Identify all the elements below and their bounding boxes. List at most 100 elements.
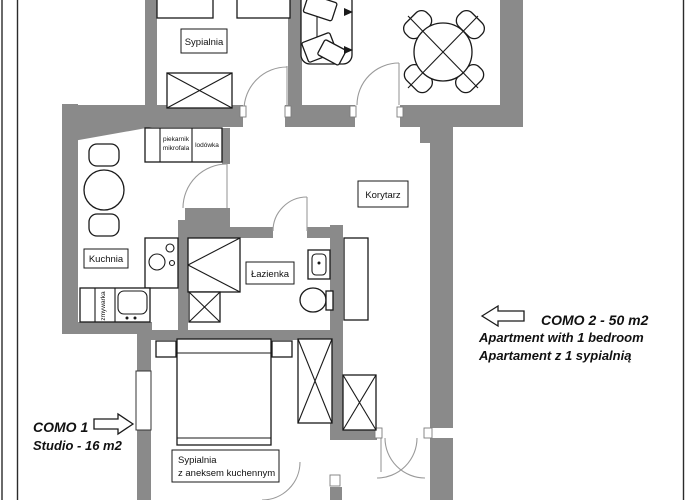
studio-door-arc [261,461,301,500]
furniture-kitchen: piekarnik mikrofala lodówka zmywarka [79,127,223,323]
wall-band-c [400,105,523,127]
studio-label-line2: z aneksem kuchennym [178,468,275,479]
wall-studio-top [151,330,331,340]
wall-corridor-right [430,143,453,428]
bedroom1-label-box [180,28,228,54]
wall-vestibule [330,428,377,440]
closet-corridor [343,237,369,321]
wall-bath-top-right [307,227,343,238]
studio-label-box [171,449,280,483]
como2-line2: Apartament z 1 sypialnią [478,348,631,363]
furniture-bathroom [187,237,334,323]
sofa-pillow-bottom2 [317,39,347,66]
toilet-bowl [299,287,327,313]
como1-line1: Studio - 16 m2 [33,438,123,453]
oven-label-line1: piekarnik [163,136,190,143]
bathroom-label-box [245,261,295,285]
vestibule-door-right-arc [384,437,426,479]
oven-label-line2: mikrofala [163,145,190,152]
windows [135,370,152,431]
kitchen-sink-counter [144,237,179,289]
jamb-vestibule-right [423,427,433,439]
wall-corridor-step [420,127,453,143]
vestibule-door-left-arc [376,437,418,479]
sofa-arrow-bottom-icon [344,46,353,54]
hob-dot-1 [125,316,129,320]
wall-bath-top-left [188,227,273,238]
nightstand-right [271,340,293,358]
jamb-bedroom-right [284,105,292,118]
bathroom-label: Łazienka [251,269,290,280]
kitchen-counter-top [144,127,223,163]
kitchen-sink-basin [148,253,166,271]
wall-kitchen-se [185,208,230,228]
arrow-left-icon [480,304,525,328]
frame-lines [1,0,685,500]
wall-bedroom-right [288,0,302,110]
bed-single-left [156,0,214,19]
kitchen-table [83,169,125,211]
walls [62,0,523,500]
wall-left [62,104,78,334]
kitchen-basin-unit [117,290,148,315]
bed-double [176,338,272,446]
kitchen-hob-knob1 [165,243,175,253]
wardrobe-bedroom1-x2 [166,72,233,109]
wall-corridor-right-lower [430,438,453,500]
wardrobe-studio-x2 [297,338,333,424]
kitchen-chair-bottom [88,213,120,237]
shower-line-2 [187,264,241,293]
wall-bath-studio-right [330,225,343,440]
wall-bedroom-left [145,0,157,105]
dining-diagonal-2 [407,15,479,89]
bath-cabinet-x2 [188,291,221,323]
bed-single-right [236,0,291,19]
kitchen-label: Kuchnia [89,254,124,265]
bedroom1-label: Sypialnia [185,37,224,48]
sofa-arrow-top-icon [344,8,353,16]
jamb-vestibule-left [374,427,383,439]
wall-kitchen-right [222,128,230,164]
kitchen-door-arc [182,163,228,209]
wall-band-a [62,105,243,127]
sofa-pillow-top [302,0,338,22]
nightstand-left [155,340,177,358]
furniture-living [300,0,486,94]
wall-kitchen-bottom [62,322,140,334]
wall-dining-right [500,0,523,110]
furniture-studio [155,237,377,446]
shower [187,237,241,293]
living-door-arc [356,62,400,106]
window-studio-left [135,370,152,431]
fridge-label: lodówka [195,142,219,149]
furniture-bedroom1 [156,0,291,109]
annotations: COMO 2 - 50 m2 Apartment with 1 bedroom … [33,304,649,453]
wardrobe-vestibule-x2 [342,374,377,431]
bedroom-door-arc [243,66,288,111]
jamb-living-left [349,105,357,118]
wall-kitchen-diagonal [62,127,152,143]
room-labels: Sypialnia Kuchnia Korytarz Łazienka Sypi… [83,28,409,483]
jamb-studio-door [329,474,341,487]
studio-label-line1: Sypialnia [178,455,217,466]
washbasin-bowl [311,253,327,276]
arrow-right-icon [93,412,135,436]
kitchen-label-box [83,248,129,269]
dishwasher-label: zmywarka [100,291,107,321]
kitchen-chair-top [88,143,120,167]
corridor-label-box [357,180,409,208]
jamb-living-right [396,106,404,118]
doors [182,62,433,500]
jamb-bedroom-left [239,105,247,118]
shower-line-1 [187,237,241,266]
kitchen-hob-knob2 [168,259,176,267]
como2-title: COMO 2 - 50 m2 [541,312,649,328]
wall-band-b [285,105,355,127]
como2-line1: Apartment with 1 bedroom [478,330,644,345]
wall-studio-door-post [330,487,342,500]
toilet-tank [325,290,334,311]
hob-dot-2 [133,316,137,320]
como1-title: COMO 1 [33,419,88,435]
